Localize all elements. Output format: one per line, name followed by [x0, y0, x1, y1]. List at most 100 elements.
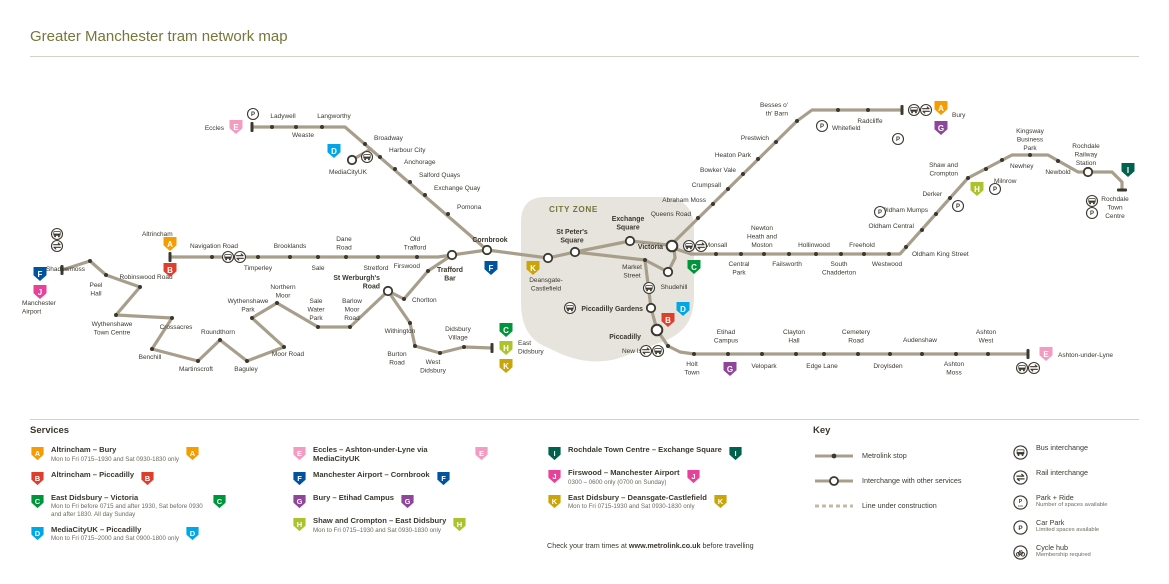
service-badge-k: K: [714, 494, 727, 508]
station-pomona: Pomona: [446, 204, 482, 216]
svg-text:G: G: [938, 124, 944, 133]
svg-text:H: H: [503, 344, 509, 353]
service-badge-j: J: [686, 469, 700, 484]
station-moor-road: Moor Road: [272, 345, 304, 358]
service-text: Eccles – Ashton-under-Lyne via MediaCity…: [313, 445, 468, 463]
svg-text:J: J: [691, 472, 695, 481]
station-martinscroft: Martinscroft: [179, 359, 213, 373]
station-label: Edge Lane: [806, 363, 838, 370]
station-besses-o-th-barn: Besses o'th' Barn: [760, 102, 799, 123]
station-label: Besses o'th' Barn: [760, 102, 788, 118]
station-label: Ladywell: [270, 113, 296, 120]
svg-text:C: C: [217, 497, 223, 506]
station-derker: Derker: [922, 191, 952, 200]
svg-text:C: C: [503, 326, 509, 335]
station-milnrow: Milnrow: [984, 167, 1017, 185]
interchange-symbol: [815, 476, 853, 486]
station-label: Stretford: [364, 265, 389, 272]
service-note: Mon to Fri 0715–2000 and Sat 0900-1800 o…: [51, 535, 179, 543]
station-label: Milnrow: [994, 178, 1017, 185]
service-text: Bury – Etihad Campus: [313, 494, 394, 503]
svg-text:E: E: [1043, 350, 1049, 359]
service-badge-i: I: [548, 446, 561, 461]
bus-icon: [563, 301, 577, 315]
station-label: Queens Road: [651, 211, 691, 218]
station-label: Hollinwood: [798, 242, 830, 249]
service-badge-g: G: [401, 495, 414, 509]
station-label: Langworthy: [317, 113, 351, 120]
svg-text:A: A: [938, 104, 944, 113]
station-brooklands: Brooklands: [274, 243, 307, 259]
station-oldham-central: Oldham Central: [868, 223, 924, 232]
svg-text:B: B: [167, 266, 173, 275]
station-anchorage: Anchorage: [393, 159, 436, 171]
service-name: Bury – Etihad Campus: [313, 493, 395, 503]
altrincham-line: [168, 248, 489, 259]
service-badge-b: B: [163, 263, 177, 277]
bus-icon: [682, 239, 696, 253]
service-badge-c: C: [213, 494, 226, 508]
service-name: Altrincham – Piccadilly: [51, 469, 135, 479]
station-label: MediaCityUK: [329, 169, 368, 176]
station-weaste: Weaste: [292, 125, 314, 139]
service-badge-k: K: [714, 494, 727, 508]
service-badge-a: A: [31, 446, 44, 461]
station-label: Bowker Vale: [700, 167, 736, 174]
station-crumpsall: Crumpsall: [692, 182, 730, 191]
service-name: East Didsbury – Victoria: [51, 492, 139, 502]
service-badge-d: D: [327, 144, 341, 158]
svg-text:F: F: [38, 270, 43, 279]
service-badge-d: D: [676, 302, 690, 316]
rail-icon: [694, 239, 708, 253]
service-badge-c: C: [687, 260, 701, 274]
svg-text:J: J: [552, 472, 556, 481]
station-label: Timperley: [244, 265, 273, 272]
rail-icon: [639, 344, 653, 358]
station-label: Brooklands: [274, 243, 307, 250]
key-item-line-under-construction: Line under construction: [813, 499, 961, 513]
didsbury-line: [386, 289, 494, 355]
station-newhey: Newhey: [1000, 158, 1034, 170]
service-badge-h: H: [293, 518, 306, 532]
station-audenshaw: Audenshaw: [903, 337, 937, 356]
svg-text:H: H: [974, 185, 980, 194]
svg-text:G: G: [727, 365, 733, 374]
svg-text:A: A: [35, 449, 41, 458]
station-label: Weaste: [292, 132, 314, 139]
service-badge-b: B: [31, 471, 44, 485]
car-park-icon: P: [951, 199, 965, 213]
service-badge-a: A: [186, 446, 199, 461]
station-label: Baguley: [234, 366, 258, 373]
stop-symbol: [815, 453, 853, 459]
station-label: Sale: [311, 265, 324, 272]
service-name: Shaw and Crompton – East Didsbury: [313, 516, 447, 526]
service-badge-k: K: [526, 261, 540, 275]
service-badge-a: A: [31, 446, 44, 461]
station-heaton-park: Heaton Park: [715, 152, 760, 161]
service-note: Mon to Fri before 0715 and after 1930, S…: [51, 503, 203, 518]
rail-icon: [1013, 470, 1028, 485]
station-langworthy: Langworthy: [317, 113, 352, 129]
station-shudehill: Shudehill: [661, 266, 688, 291]
